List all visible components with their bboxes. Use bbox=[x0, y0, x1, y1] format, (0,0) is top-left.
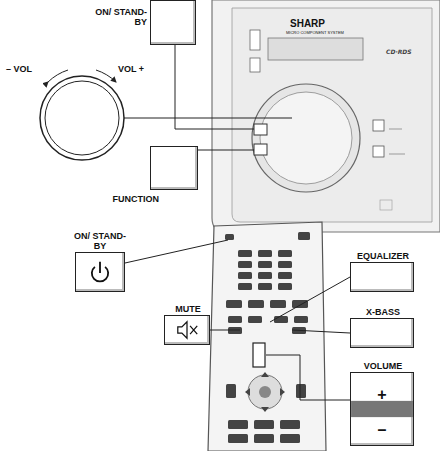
callout-label: VOLUME bbox=[351, 361, 415, 371]
button-callout: ON/ STAND-BY bbox=[75, 252, 125, 292]
direction-label: VOL + bbox=[118, 64, 144, 74]
leader-lines bbox=[124, 45, 292, 150]
direction-label: – VOL bbox=[6, 64, 32, 74]
main-unit: CD·RDS bbox=[212, 0, 440, 232]
button-callout: EQUALIZER bbox=[350, 262, 414, 292]
button-callout: ON/ STAND-BY bbox=[150, 0, 196, 45]
callout-label: MUTE bbox=[165, 304, 211, 314]
model-text: MICRO COMPONENT SYSTEM bbox=[286, 30, 344, 35]
mute-symbol bbox=[165, 316, 209, 344]
callout-label: EQUALIZER bbox=[351, 251, 415, 261]
callout-label: ON/ STAND-BY bbox=[72, 231, 128, 251]
remote-control bbox=[208, 222, 326, 451]
leader-lines bbox=[125, 240, 350, 400]
button-callout: VOLUME+– bbox=[350, 372, 414, 446]
plus-sign: + bbox=[351, 387, 413, 403]
button-callout: X-BASS bbox=[350, 318, 414, 348]
power-symbol bbox=[76, 253, 124, 291]
volume-knob bbox=[40, 70, 124, 160]
brand-logo: SHARP bbox=[290, 18, 325, 29]
minus-sign: – bbox=[351, 422, 413, 438]
svg-text:CD·RDS: CD·RDS bbox=[386, 48, 412, 55]
callout-label: X-BASS bbox=[351, 307, 415, 317]
button-callout: MUTE bbox=[164, 315, 210, 345]
callout-label: FUNCTION bbox=[99, 194, 159, 204]
callout-label: ON/ STAND-BY bbox=[91, 7, 147, 27]
button-callout: FUNCTION bbox=[150, 146, 198, 190]
